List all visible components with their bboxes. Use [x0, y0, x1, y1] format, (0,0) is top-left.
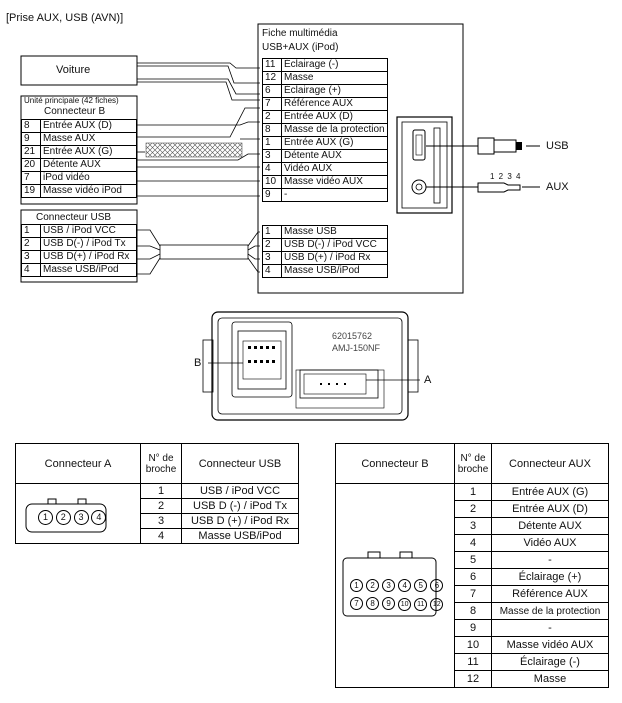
connector-b-pin-glyphs-bottom: 7 8 9 10 11 12 [350, 597, 444, 611]
voiture-label: Voiture [56, 64, 91, 76]
connector-a-pin: 4 [91, 510, 107, 525]
connector-a-diagram-cell: 1 2 3 4 [15, 483, 141, 544]
usb-connector-title: Connecteur USB [36, 212, 112, 223]
connector-b-table: Connecteur B N° de broche Connecteur AUX… [335, 443, 609, 688]
part-code: AMJ-150NF [332, 343, 381, 353]
main-unit-connector-label: Connecteur B [44, 106, 106, 117]
aux-jack-label: AUX [546, 181, 569, 193]
connector-b-pin: 2 [366, 579, 380, 592]
page-title: [Prise AUX, USB (AVN)] [6, 12, 124, 24]
connector-b-pin: 6 [430, 579, 444, 592]
connector-b-pin-glyphs-top: 1 2 3 4 5 6 [350, 579, 444, 592]
multimedia-pin-row: 9- [262, 188, 388, 202]
aux-pin-numbers: 1 2 3 4 [490, 172, 522, 181]
connector-b-pin: 3 [382, 579, 396, 592]
connector-a-pin-glyphs: 1 2 3 4 [38, 510, 107, 525]
usb-jack-label: USB [546, 140, 569, 152]
connector-a-pin: 2 [55, 510, 71, 525]
multimedia-title: Fiche multimédia [262, 28, 338, 39]
connector-a-table: Connecteur A N° de broche Connecteur USB… [15, 443, 299, 544]
table-row: 1 2 3 4 5 6 7 8 9 10 11 12 [335, 483, 609, 688]
connector-a-pin: 3 [73, 510, 89, 525]
table-row: 1 2 3 4 1 USB / iPod VCC [15, 483, 299, 544]
connector-a-pin: 1 [38, 510, 53, 525]
table-row: 5- [336, 551, 609, 569]
connector-a-callout: A [424, 374, 432, 386]
connector-b-pin: 10 [398, 598, 412, 611]
table-b-header-pin: N° de broche [454, 443, 492, 484]
connector-b-pin: 11 [414, 598, 428, 611]
connector-b-pin: 8 [366, 597, 380, 610]
table-b-header-aux: Connecteur AUX [491, 443, 609, 484]
connector-b-pin: 4 [398, 579, 412, 592]
part-number: 62015762 [332, 331, 373, 341]
table-a-header-pin: N° de broche [140, 443, 182, 484]
table-b-header-connector: Connecteur B [335, 443, 455, 484]
table-a-header-usb: Connecteur USB [181, 443, 299, 484]
connector-b-diagram-cell: 1 2 3 4 5 6 7 8 9 10 11 12 [335, 483, 455, 688]
connector-b-callout: B [194, 357, 202, 369]
table-a-header-connector: Connecteur A [15, 443, 141, 484]
connector-b-pin: 5 [414, 579, 428, 592]
main-unit-title: Unité principale (42 fiches) [24, 96, 119, 105]
multimedia-subtitle: USB+AUX (iPod) [262, 42, 339, 53]
connector-b-pin: 9 [382, 597, 396, 610]
connector-b-pin: 12 [430, 598, 444, 611]
connector-b-pin: 7 [350, 597, 363, 610]
connector-b-pin: 1 [350, 579, 363, 592]
